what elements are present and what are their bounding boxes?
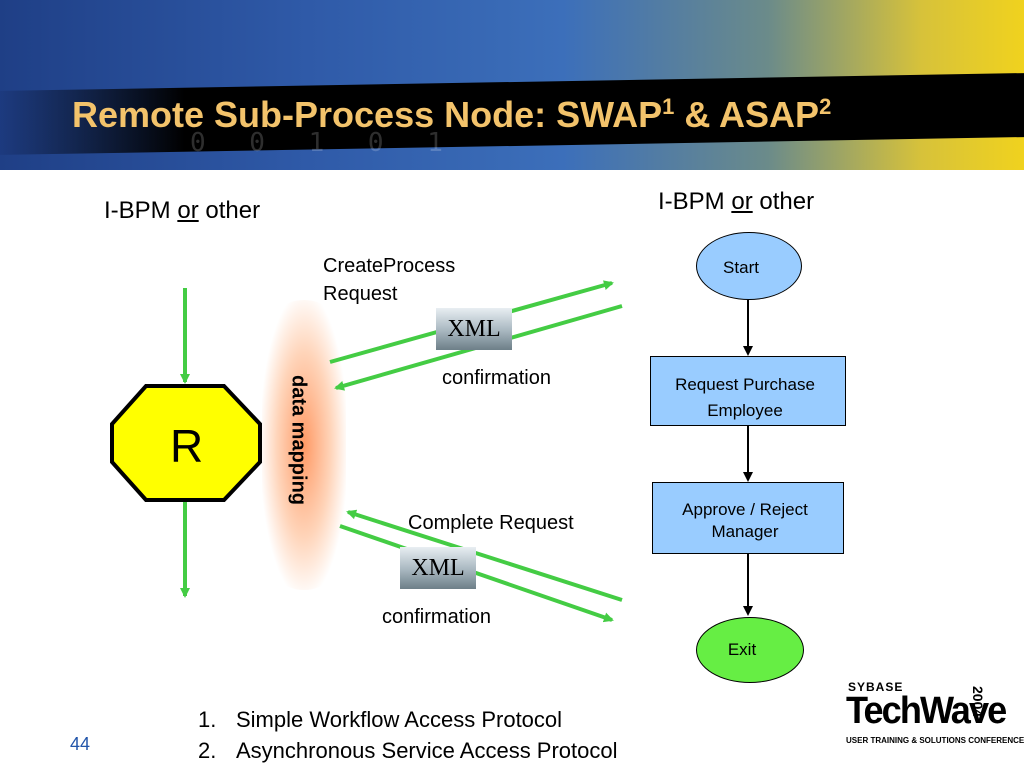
r-node-label: R <box>170 420 204 472</box>
exit-label: Exit <box>727 640 757 659</box>
footnote-item: 1.Simple Workflow Access Protocol <box>198 707 563 732</box>
page-title: Remote Sub-Process Node: SWAP1 & ASAP2 <box>72 94 832 135</box>
confirmation-label-top: confirmation <box>442 367 551 389</box>
xml-badge-bottom: XML <box>400 547 476 589</box>
r-node-octagon <box>110 384 262 502</box>
left-system-label: I-BPM or other <box>104 197 261 224</box>
footnote-list: 1.Simple Workflow Access Protocol 2.Asyn… <box>198 704 618 766</box>
logo-year: 2004 <box>970 686 986 718</box>
header-banner: 0 0 1 0 1 <box>0 0 1024 170</box>
logo-name: TechWave <box>846 690 1007 732</box>
footnote-item: 2.Asynchronous Service Access Protocol <box>198 738 618 763</box>
logo-tagline: USER TRAINING & SOLUTIONS CONFERENCE <box>846 736 1024 745</box>
confirmation-arrow-bottom <box>339 524 614 623</box>
exit-node: Exit <box>696 617 804 683</box>
logo-brand: SYBASE <box>848 680 904 694</box>
header-digits-decoration: 0 0 1 0 1 <box>190 128 457 158</box>
page-number: 44 <box>70 734 91 754</box>
techwave-logo: SYBASE TechWave 2004 USER TRAINING & SOL… <box>846 680 1024 750</box>
complete-request-arrow <box>346 509 623 602</box>
xml-badge-top: XML <box>436 308 512 350</box>
start-node: Start <box>696 232 802 300</box>
start-label: Start <box>723 258 759 277</box>
confirmation-label-bottom: confirmation <box>382 606 491 628</box>
right-system-label: I-BPM or other <box>658 188 815 215</box>
data-mapping-glow <box>262 300 346 590</box>
complete-request-label: Complete Request <box>408 512 574 534</box>
